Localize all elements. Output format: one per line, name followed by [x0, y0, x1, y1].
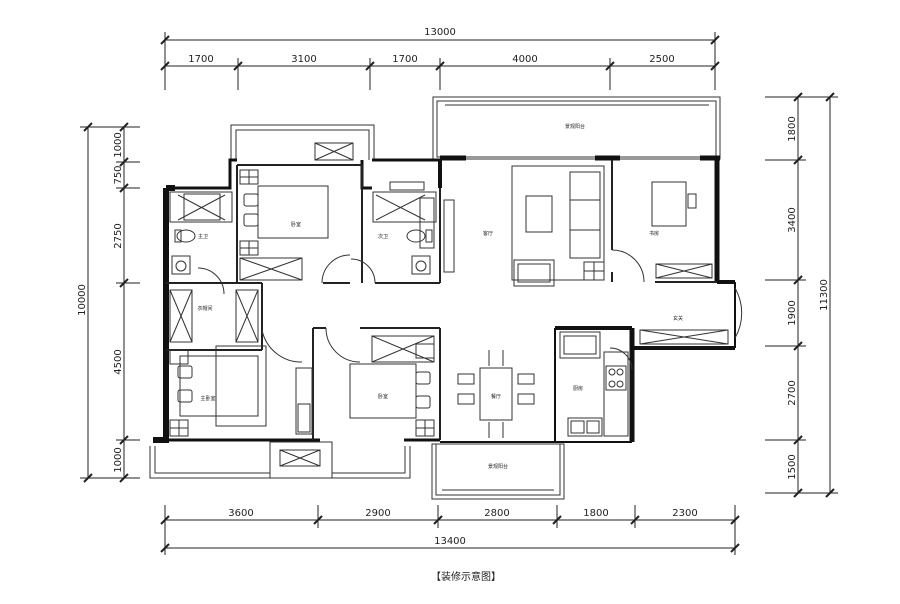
- left-dim-1: 1000: [113, 132, 124, 157]
- doors: [197, 249, 743, 371]
- room-label-living: 客厅: [483, 230, 493, 237]
- room-label-secondary-bath: 次卫: [378, 233, 388, 240]
- top-dim-2: 3100: [291, 54, 316, 65]
- bedroom-lower-furniture: [349, 335, 435, 437]
- room-label-master-bath: 主卫: [198, 233, 208, 240]
- room-label-top-balcony: 景观阳台: [565, 123, 585, 130]
- exterior-walls: [153, 155, 736, 443]
- bottom-dim-4: 1800: [583, 508, 608, 519]
- room-label-bedroom-lower: 卧室: [378, 393, 388, 400]
- left-dim-2: 750: [113, 165, 124, 184]
- closet-furniture: [169, 289, 259, 343]
- top-dim-3: 1700: [392, 54, 417, 65]
- bottom-total-dim: 13400: [434, 536, 466, 547]
- room-label-entrance: 玄关: [673, 315, 683, 322]
- right-dim-3: 1900: [787, 300, 798, 325]
- top-dim-4: 4000: [512, 54, 537, 65]
- room-label-dining: 餐厅: [491, 393, 501, 400]
- right-dim-2: 3400: [787, 207, 798, 232]
- study-furniture: [651, 181, 713, 279]
- room-label-bottom-balcony: 景观阳台: [488, 463, 508, 470]
- bedroom-upper-furniture: [239, 169, 329, 281]
- bottom-balcony: [431, 443, 565, 500]
- living-room-furniture: [443, 165, 605, 287]
- right-dim-1: 1800: [787, 116, 798, 141]
- left-dim-3: 2750: [113, 223, 124, 248]
- left-dimensions: [80, 122, 140, 483]
- master-bedroom-furniture: [169, 345, 313, 437]
- upper-bay: [230, 124, 375, 161]
- room-label-bedroom-upper: 卧室: [291, 221, 301, 228]
- dining-furniture: [457, 350, 535, 438]
- bottom-dim-3: 2800: [484, 508, 509, 519]
- entrance-cabinet: [639, 329, 729, 345]
- right-total-dim: 11300: [819, 279, 830, 311]
- bottom-dim-5: 2300: [672, 508, 697, 519]
- left-total-dim: 10000: [77, 284, 88, 316]
- left-dim-4: 4500: [113, 349, 124, 374]
- bottom-dim-1: 3600: [228, 508, 253, 519]
- room-label-closet: 衣帽间: [197, 305, 212, 312]
- bathroom-master-fixtures: [169, 191, 233, 275]
- lower-left-bay: [149, 441, 411, 479]
- left-dim-5: 1000: [113, 447, 124, 472]
- bathroom-secondary-fixtures: [372, 181, 437, 275]
- kitchen-fixtures: [559, 331, 629, 437]
- plan-caption: 【装修示意图】: [431, 570, 501, 583]
- bottom-dim-2: 2900: [365, 508, 390, 519]
- top-total-dim: 13000: [424, 27, 456, 38]
- top-dim-1: 1700: [188, 54, 213, 65]
- right-dim-5: 1500: [787, 454, 798, 479]
- room-label-study: 书房: [649, 230, 659, 237]
- room-label-kitchen: 厨房: [573, 385, 583, 392]
- right-dimensions: [765, 92, 838, 498]
- top-dim-5: 2500: [649, 54, 674, 65]
- right-dim-4: 2700: [787, 380, 798, 405]
- interior-walls: [166, 160, 717, 440]
- room-label-master-bedroom: 主卧室: [200, 395, 215, 402]
- top-dimensions: [160, 32, 720, 90]
- bottom-dimensions: [160, 505, 740, 555]
- top-balcony: [432, 96, 721, 160]
